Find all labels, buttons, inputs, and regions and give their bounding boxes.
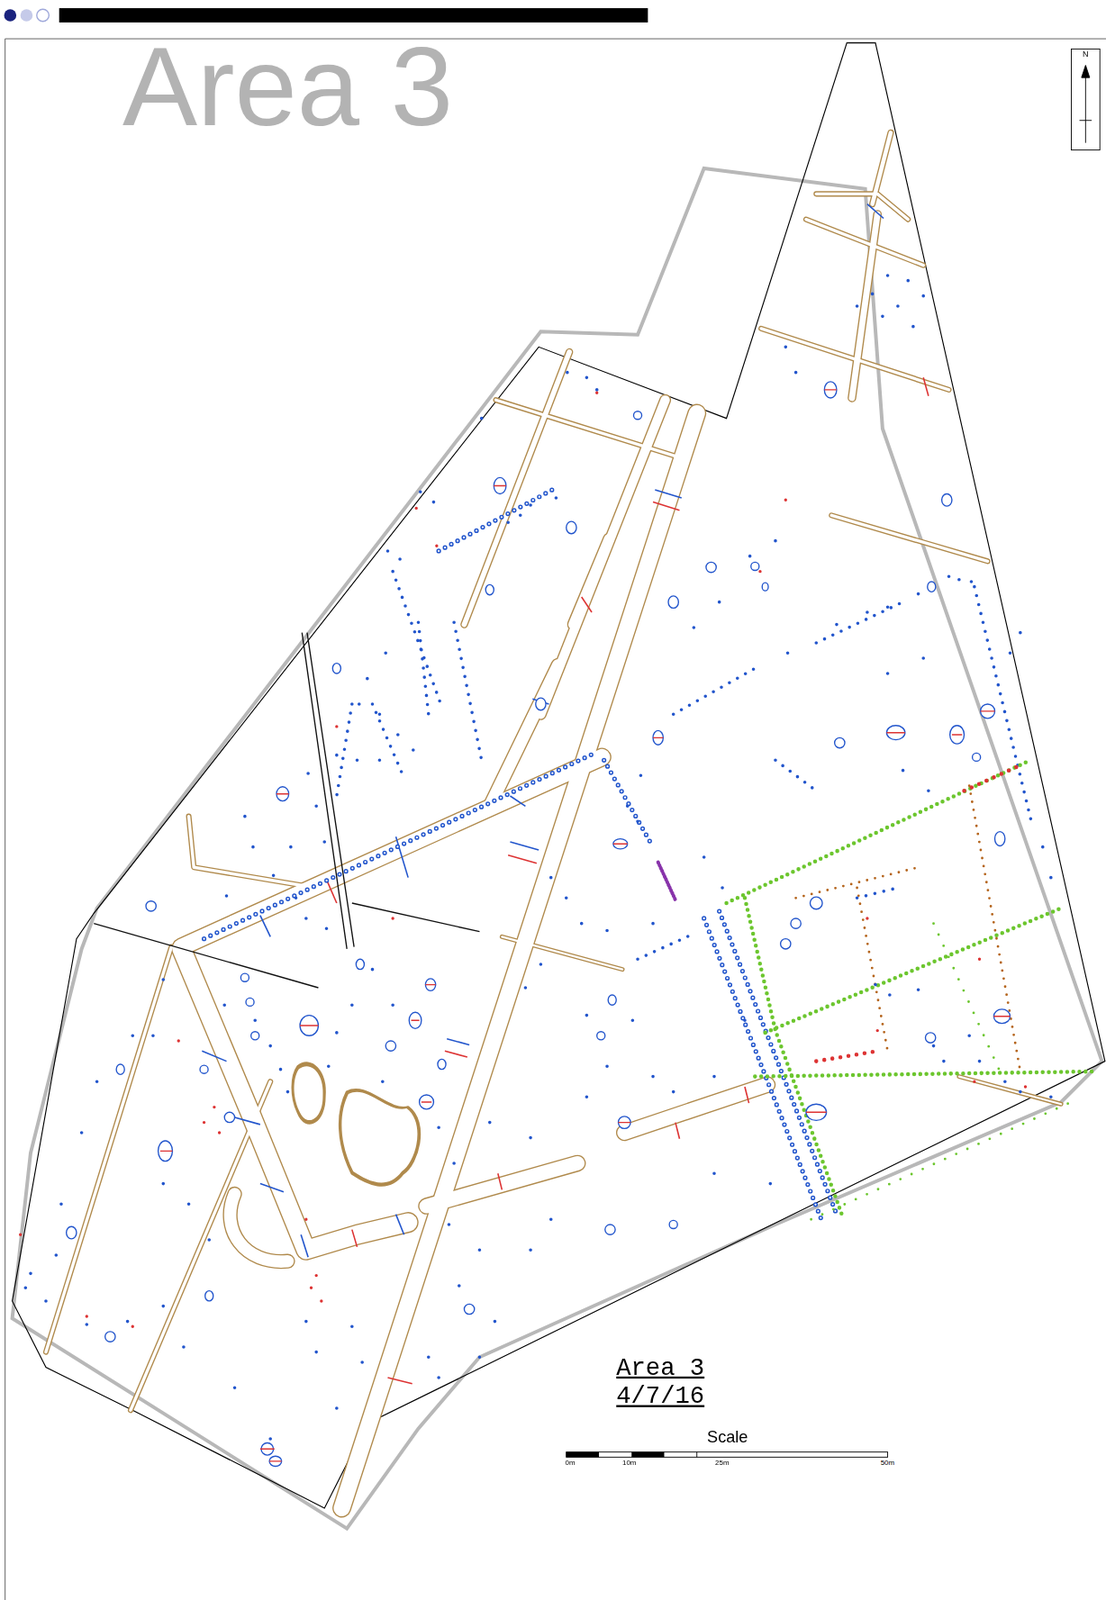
posthole-rows (204, 488, 1034, 1221)
north-label: N (1081, 51, 1090, 61)
date-label: 4/7/16 (615, 1384, 706, 1412)
excavation-limit (12, 168, 1103, 1530)
ditches (45, 132, 1061, 1509)
postholes-red (20, 392, 1026, 1327)
header-bar (4, 8, 649, 23)
watermark: Area 3 (122, 24, 454, 148)
scale-bar (566, 1452, 889, 1459)
ditch-sections (201, 204, 929, 1385)
frame-line (5, 38, 1106, 1600)
site-boundary (12, 43, 1106, 1509)
postholes (25, 275, 1052, 1440)
scale-tick: 50m (879, 1459, 897, 1469)
structure-postholes (658, 760, 1097, 1220)
scale-title: Scale (706, 1429, 750, 1448)
scale-tick: 25m (714, 1459, 731, 1469)
pit-sections (160, 389, 1011, 1462)
scale-tick: 10m (621, 1459, 638, 1469)
scale-tick: 0m (563, 1459, 576, 1469)
field-boundary (93, 633, 480, 989)
area-label: Area 3 (615, 1355, 706, 1383)
pits (66, 381, 1011, 1468)
north-arrow (1070, 48, 1100, 150)
ditch-fill (45, 132, 1061, 1509)
